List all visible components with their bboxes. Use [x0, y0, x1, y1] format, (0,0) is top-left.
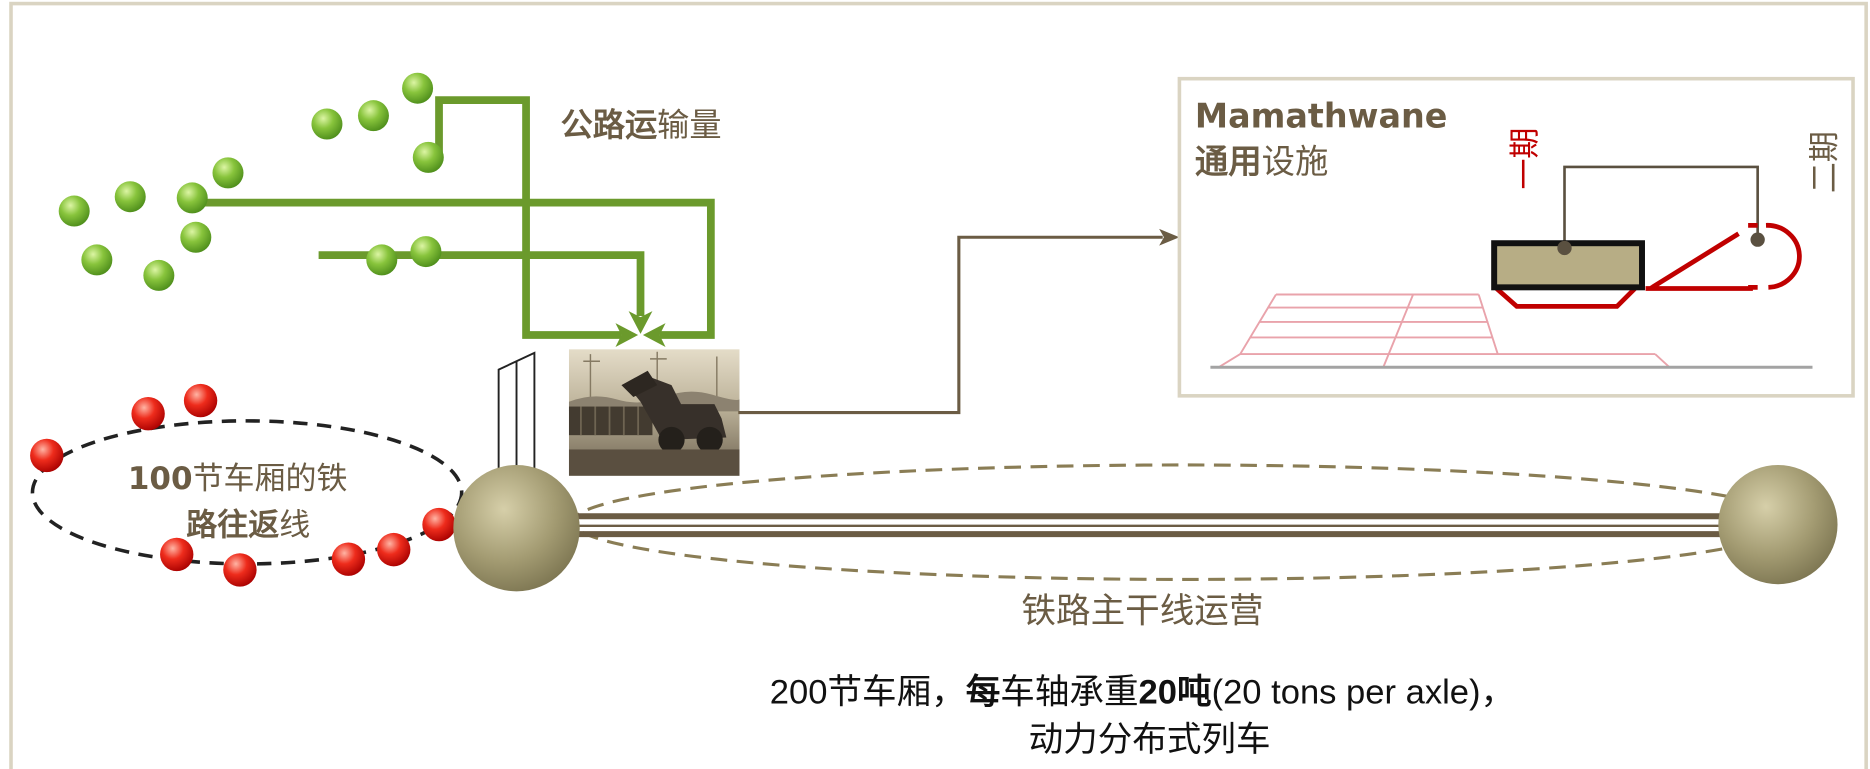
- red-dot: [223, 553, 257, 587]
- phase-two-label: 二期: [1807, 131, 1842, 193]
- loop-line-label-2-bold: 路往返: [186, 507, 279, 543]
- station-circle-left: [453, 464, 580, 592]
- green-dot: [366, 244, 398, 276]
- photo-ground: [568, 449, 740, 476]
- phase-connector-line: [1563, 165, 1759, 248]
- conveyor-incline: [1645, 231, 1753, 291]
- yard-tracks: [1218, 293, 1671, 369]
- road-transport-label-regular: 输量: [657, 106, 721, 144]
- red-dot: [377, 532, 411, 567]
- loop-line-label-1-regular: 节车厢的铁: [193, 461, 348, 497]
- green-dot: [58, 195, 90, 227]
- red-dot: [422, 507, 456, 542]
- green-dot: [180, 221, 212, 253]
- green-dot: [212, 157, 244, 189]
- loop-line-label-2: 路往返线: [186, 507, 310, 543]
- loader-wheel-rear: [696, 426, 723, 454]
- green-dot: [410, 236, 442, 268]
- train-spec-line-2: 动力分布式列车: [1029, 721, 1271, 759]
- loop-line-label-1: 100节车厢的铁: [128, 461, 348, 497]
- green-dot: [143, 259, 175, 291]
- green-dot: [81, 244, 113, 276]
- balloon-loop: [1748, 222, 1802, 290]
- red-dot: [160, 537, 194, 572]
- green-dot: [402, 72, 434, 104]
- facility-subtitle-regular: 设施: [1262, 142, 1329, 181]
- phase-one-label: 一期: [1508, 128, 1543, 190]
- yard-track-edges: [1218, 293, 1671, 369]
- yard-track-lines: [1240, 293, 1656, 356]
- road-transport-label: 公路运输量: [561, 106, 722, 144]
- loading-chute: [497, 351, 536, 477]
- red-dot: [331, 542, 366, 576]
- slide-frame: [9, 1, 1868, 769]
- red-dot: [131, 397, 165, 431]
- road-flow-arrowhead-1: [615, 323, 639, 347]
- mainline-label: 铁路主干线运营: [1021, 592, 1263, 630]
- train-spec-part-2: 每: [966, 673, 1001, 711]
- wheel-loader-shape: [630, 377, 727, 440]
- railcar-ribs: [580, 406, 640, 436]
- green-dot: [311, 108, 343, 140]
- loader-wheel-front: [658, 426, 685, 454]
- green-dot: [412, 141, 444, 173]
- road-flow-line-3: [318, 251, 645, 316]
- green-dot: [357, 100, 389, 132]
- train-spec-part-3: 车轴承重: [1000, 673, 1138, 711]
- train-spec-part-5: (20 tons per axle)，: [1212, 673, 1516, 711]
- facility-connector-arrowhead: [1159, 228, 1180, 246]
- road-flow-line-1: [435, 96, 622, 339]
- loading-hopper-base: [1494, 286, 1637, 309]
- train-dots: [30, 383, 456, 587]
- mainline-dashed-ellipse: [571, 463, 1795, 581]
- facility-box-frame: [1177, 76, 1855, 398]
- truck-dots: [58, 72, 444, 291]
- facility-subtitle: 通用设施: [1195, 142, 1329, 181]
- road-flow-arrowhead-2: [642, 323, 666, 347]
- loop-line-label-2-regular: 线: [279, 507, 310, 543]
- loading-photo: [568, 349, 740, 476]
- green-dot: [176, 182, 208, 214]
- loop-line-label-1-bold: 100: [128, 461, 193, 497]
- mainline-track: [572, 513, 1724, 538]
- connector-node-left: [1557, 240, 1572, 256]
- road-flow-arrowhead-3: [628, 311, 653, 334]
- loader-bucket-shape: [621, 370, 658, 398]
- road-flow-line-2: [194, 198, 715, 339]
- photo-poles: [583, 351, 718, 402]
- facility-box: Mamathwane 通用设施 一期 二期: [1177, 76, 1855, 398]
- facility-name: Mamathwane: [1195, 97, 1448, 136]
- station-circle-right: [1718, 464, 1838, 585]
- red-dot: [183, 383, 218, 418]
- train-spec-line-1: 200节车厢，每车轴承重20吨(20 tons per axle)，: [770, 673, 1515, 711]
- green-dot: [114, 181, 146, 213]
- connector-node-right: [1750, 232, 1765, 247]
- train-spec-part-4: 20吨: [1139, 673, 1212, 711]
- red-dot: [30, 438, 64, 473]
- train-spec-part-1: 200节车厢，: [770, 673, 966, 711]
- facility-connector-line: [738, 235, 1163, 415]
- facility-subtitle-bold: 通用: [1195, 142, 1262, 181]
- road-transport-label-bold: 公路运: [561, 106, 658, 144]
